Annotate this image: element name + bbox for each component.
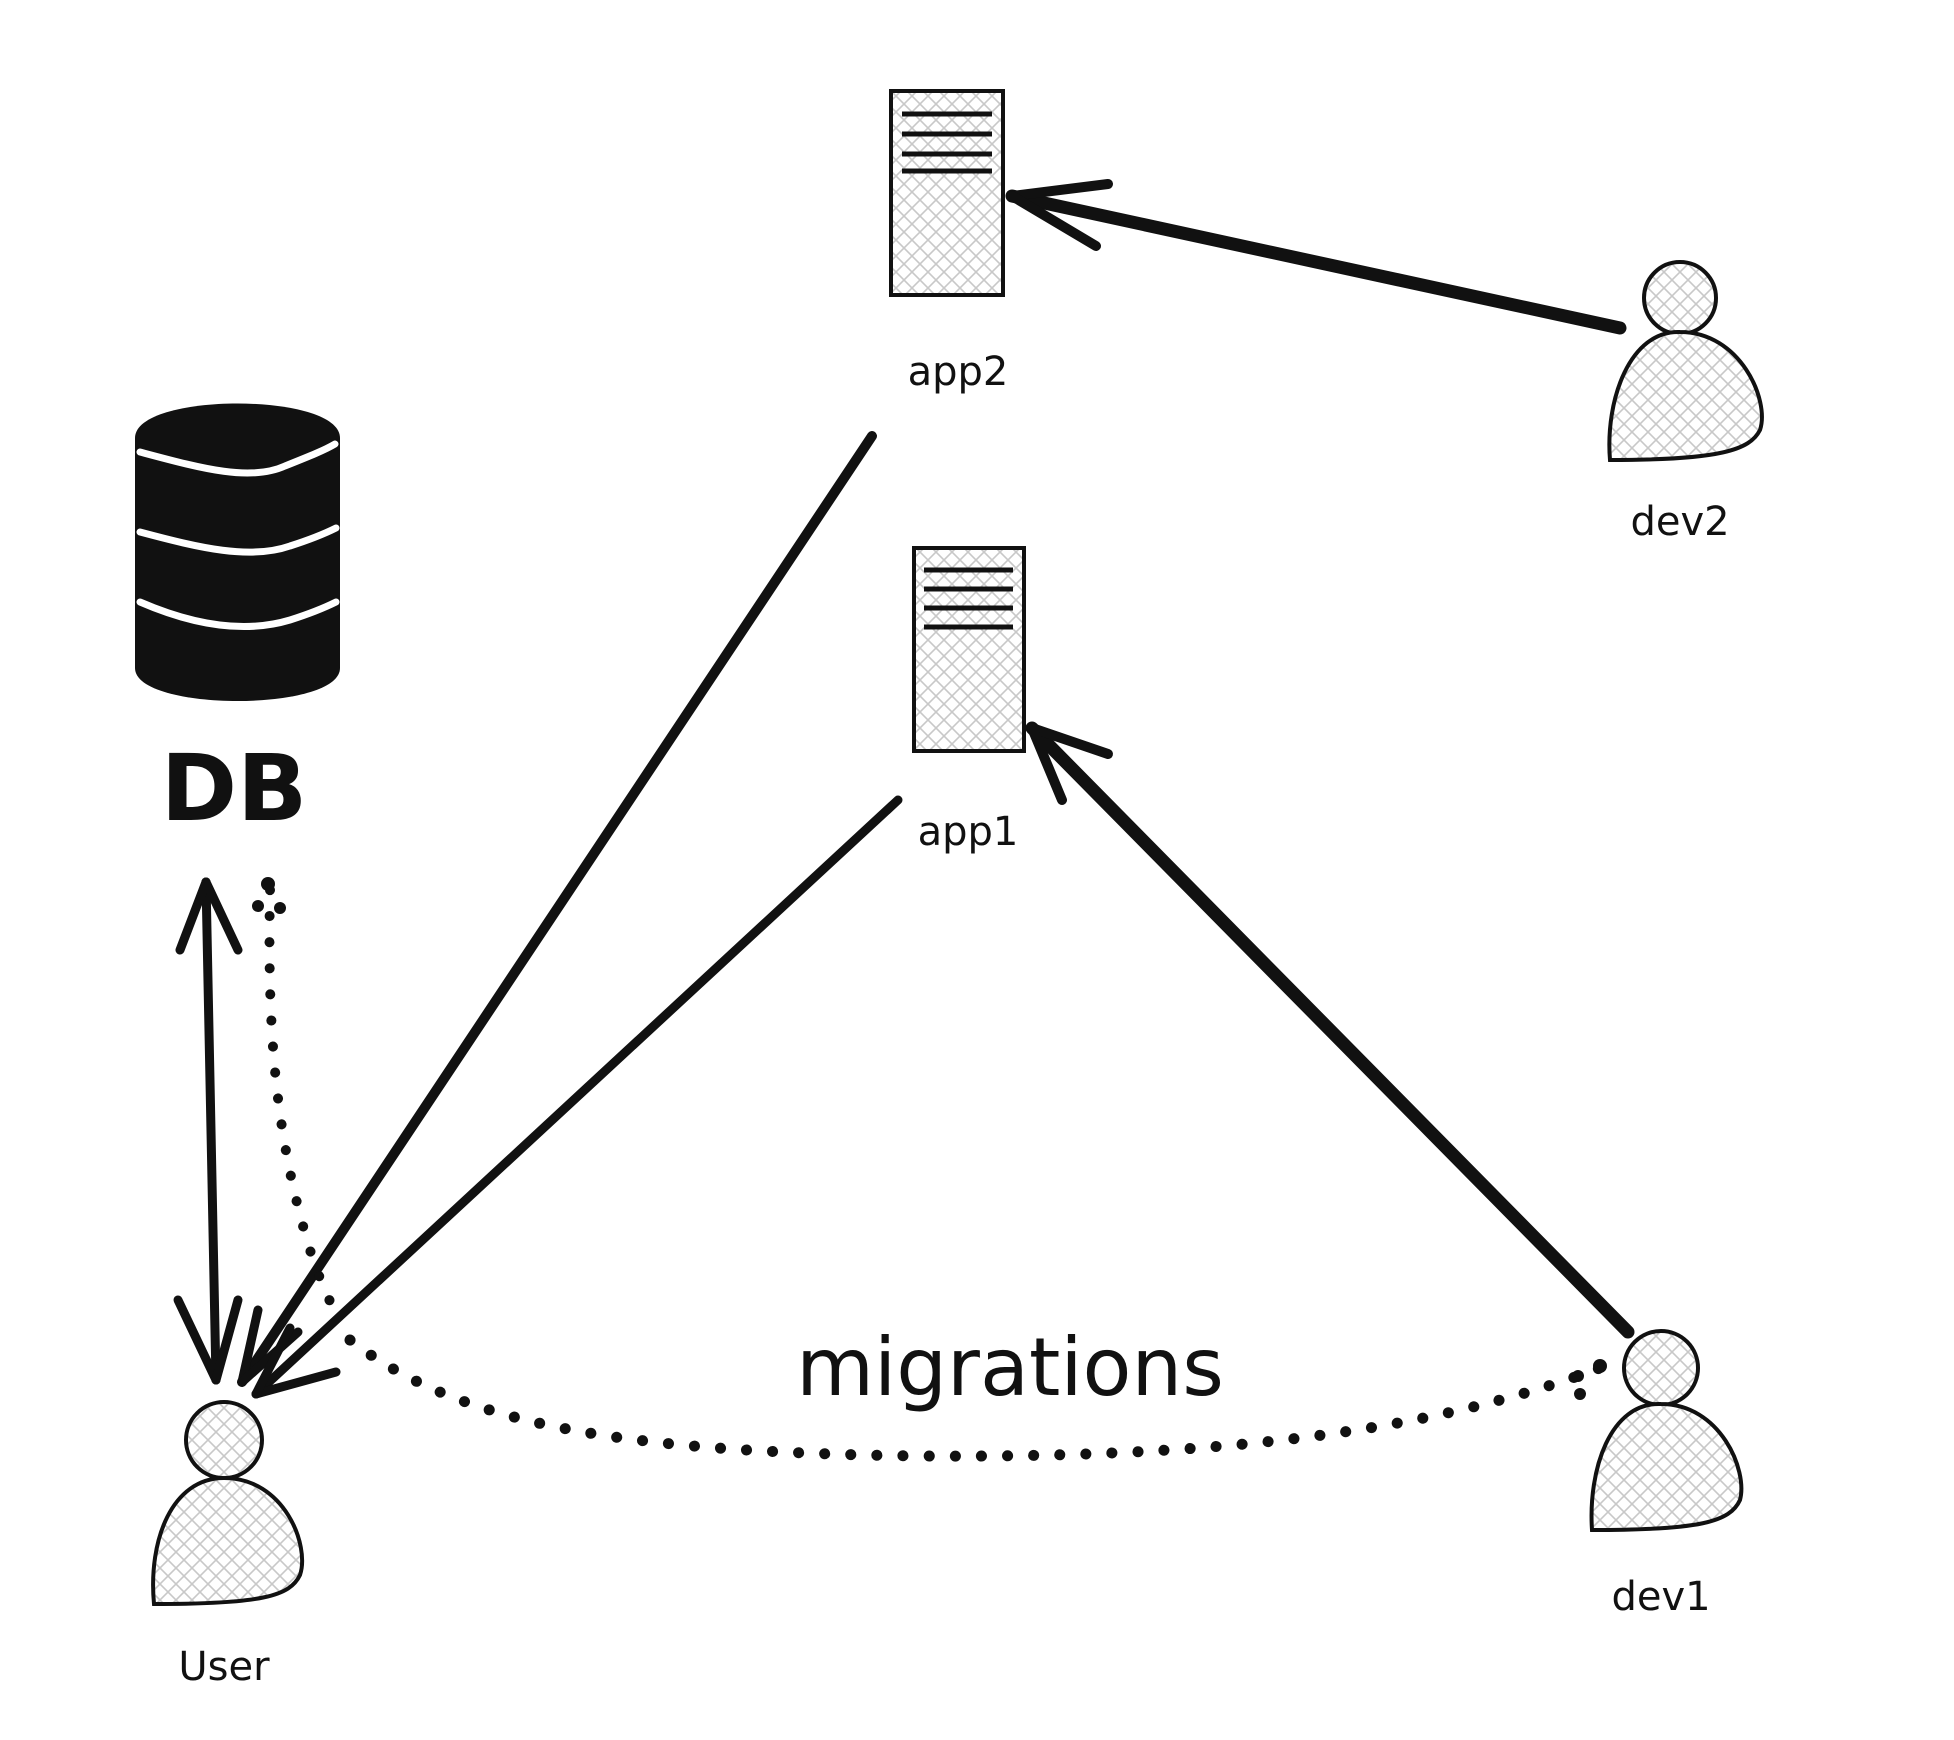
user-label: User <box>178 1644 270 1690</box>
arrow-app1-to-user <box>251 795 903 1399</box>
app2-server-icon <box>889 89 1005 297</box>
user-person-icon <box>151 1400 305 1607</box>
db-label: DB <box>161 735 308 842</box>
arrow-dev2-to-app2 <box>1005 179 1627 335</box>
app1-label: app1 <box>918 809 1019 855</box>
dotted-arrow-db-user <box>252 877 345 1325</box>
dev2-person-icon <box>1607 260 1764 463</box>
migrations-label: migrations <box>796 1321 1224 1414</box>
dotted-arrow-migrations <box>344 1334 1607 1462</box>
arrow-db-user <box>173 877 243 1385</box>
database-icon <box>135 403 340 701</box>
app2-label: app2 <box>908 349 1009 395</box>
dev1-person-icon <box>1589 1329 1744 1533</box>
app1-server-icon <box>912 546 1026 753</box>
arrow-dev1-to-app1 <box>1025 721 1635 1339</box>
dev2-label: dev2 <box>1630 499 1729 545</box>
dev1-label: dev1 <box>1611 1574 1710 1620</box>
